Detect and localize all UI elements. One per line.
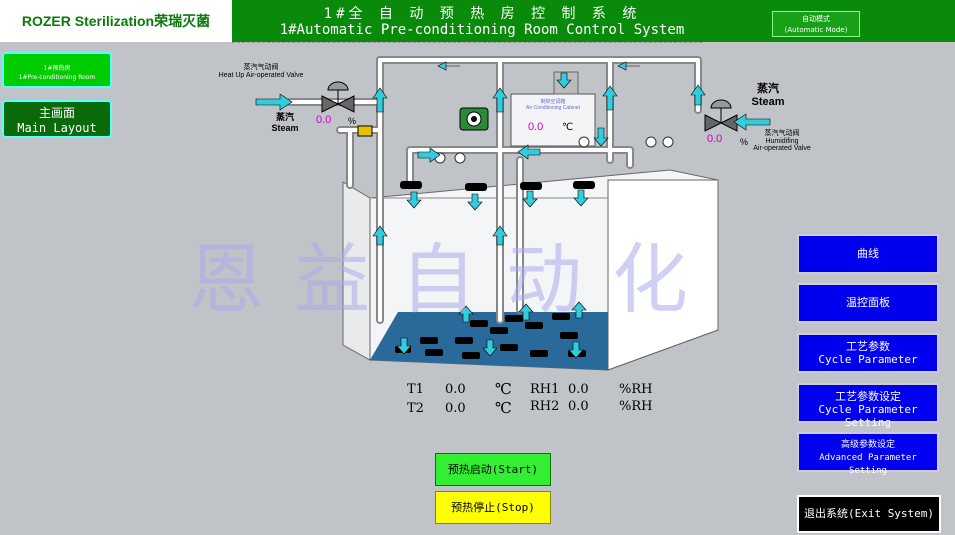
t2-unit: ℃: [495, 399, 512, 417]
t2-value: 0.0: [445, 401, 466, 416]
humid-valve-value: 0.0: [707, 133, 723, 145]
cycle-setting-label-en: Cycle Parameter Setting: [818, 403, 918, 429]
cabinet-temp-unit: ℃: [562, 122, 574, 133]
exit-button[interactable]: 退出系统(Exit System): [797, 495, 941, 533]
stop-button[interactable]: 预热停止(Stop): [435, 491, 551, 524]
cabinet-label: 制热空调箱 Air Conditioning Cabinet: [511, 98, 595, 111]
rh1-label: RH1: [530, 382, 560, 397]
humid-valve-unit: %: [740, 137, 749, 147]
rh2-value: 0.0: [568, 399, 589, 414]
heat-valve-value: 0.0: [316, 114, 332, 126]
advanced-setting-label-cn: 高级参数设定: [840, 440, 895, 450]
rh1-value: 0.0: [568, 382, 589, 397]
brand-logo: ROZER Sterilization荣瑞灭菌: [0, 0, 232, 42]
fan-icon: [459, 107, 489, 131]
ceiling-fixtures: [400, 181, 595, 191]
cycle-parameter-button[interactable]: 工艺参数 Cycle Parameter: [797, 333, 939, 373]
page-title-cn: 1#全 自 动 预 热 房 控 制 系 统: [323, 6, 641, 22]
main-layout-button[interactable]: 主画面 Main Layout: [2, 100, 112, 138]
advanced-setting-button[interactable]: 高级参数设定 Advanced Parameter Setting: [797, 432, 939, 476]
heat-valve-unit: %: [348, 116, 357, 126]
cabinet-label-cn: 制热空调箱: [540, 99, 566, 105]
humid-valve-label-en1: Humidifing: [765, 138, 799, 145]
steam-right-label: 蒸汽 Steam: [745, 80, 791, 108]
page-title-en: 1#Automatic Pre-conditioning Room Contro…: [279, 22, 685, 38]
floor-products: [395, 313, 586, 359]
temp-panel-button[interactable]: 温控面板: [797, 283, 939, 323]
room-label-en: 1#Pre-conditioning Room: [18, 74, 96, 81]
valve-icon: [704, 99, 738, 132]
steam-right-label-en: Steam: [751, 96, 785, 108]
title-bar: 1#全 自 动 预 热 房 控 制 系 统 1#Automatic Pre-co…: [232, 0, 955, 42]
main-label-cn: 主画面: [38, 106, 75, 120]
room-label-cn: 1#预热房: [43, 65, 71, 72]
t1-label: T1: [407, 382, 424, 397]
heat-valve-label: 蒸汽气动阀 Heat Up Air-operated Valve: [206, 62, 316, 79]
t1-unit: ℃: [495, 380, 512, 398]
cycle-setting-button[interactable]: 工艺参数设定 Cycle Parameter Setting: [797, 383, 939, 429]
steam-left-label-cn: 蒸汽: [275, 112, 294, 122]
cabinet-label-en: Air Conditioning Cabinet: [526, 105, 580, 111]
humid-valve-label: 蒸汽气动阀 Humidifing Air-operated Valve: [742, 128, 822, 152]
mode-indicator[interactable]: 自动模式 (Automatic Mode): [772, 11, 860, 37]
cycle-parameter-label-cn: 工艺参数: [846, 340, 890, 353]
rh2-label: RH2: [530, 399, 560, 414]
watermark: 恩益自动化: [188, 235, 718, 324]
t1-value: 0.0: [445, 382, 466, 397]
valve-icon: [321, 81, 355, 113]
room-right-wall: [607, 179, 719, 371]
cycle-setting-label-cn: 工艺参数设定: [835, 390, 901, 403]
cabinet-temp-value: 0.0: [528, 121, 544, 133]
start-button[interactable]: 预热启动(Start): [435, 453, 551, 486]
arrow-icon: [255, 61, 771, 359]
advanced-setting-label-en: Advanced Parameter Setting: [819, 453, 917, 476]
room-button[interactable]: 1#预热房 1#Pre-conditioning Room: [2, 52, 112, 88]
cycle-parameter-label-en: Cycle Parameter: [818, 353, 918, 366]
air-conditioning-cabinet: [510, 93, 596, 147]
mode-label-cn: 自动模式: [802, 15, 830, 23]
curve-button[interactable]: 曲线: [797, 234, 939, 274]
mode-label-en: (Automatic Mode): [784, 26, 848, 34]
title-underline: [232, 42, 702, 43]
rh2-unit: %RH: [619, 399, 653, 414]
humid-valve-label-cn: 蒸汽气动阀: [764, 130, 800, 137]
humid-valve-label-en2: Air-operated Valve: [753, 145, 811, 152]
steam-left-label: 蒸汽 Steam: [262, 110, 308, 133]
steam-right-label-cn: 蒸汽: [757, 83, 779, 95]
rh1-unit: %RH: [619, 382, 653, 397]
t2-label: T2: [407, 401, 424, 416]
steam-left-label-en: Steam: [271, 123, 299, 133]
heat-valve-label-en: Heat Up Air-operated Valve: [218, 72, 304, 79]
gauge-icon: [434, 136, 674, 164]
main-label-en: Main Layout: [17, 121, 97, 135]
heat-valve-label-cn: 蒸汽气动阀: [243, 64, 279, 71]
